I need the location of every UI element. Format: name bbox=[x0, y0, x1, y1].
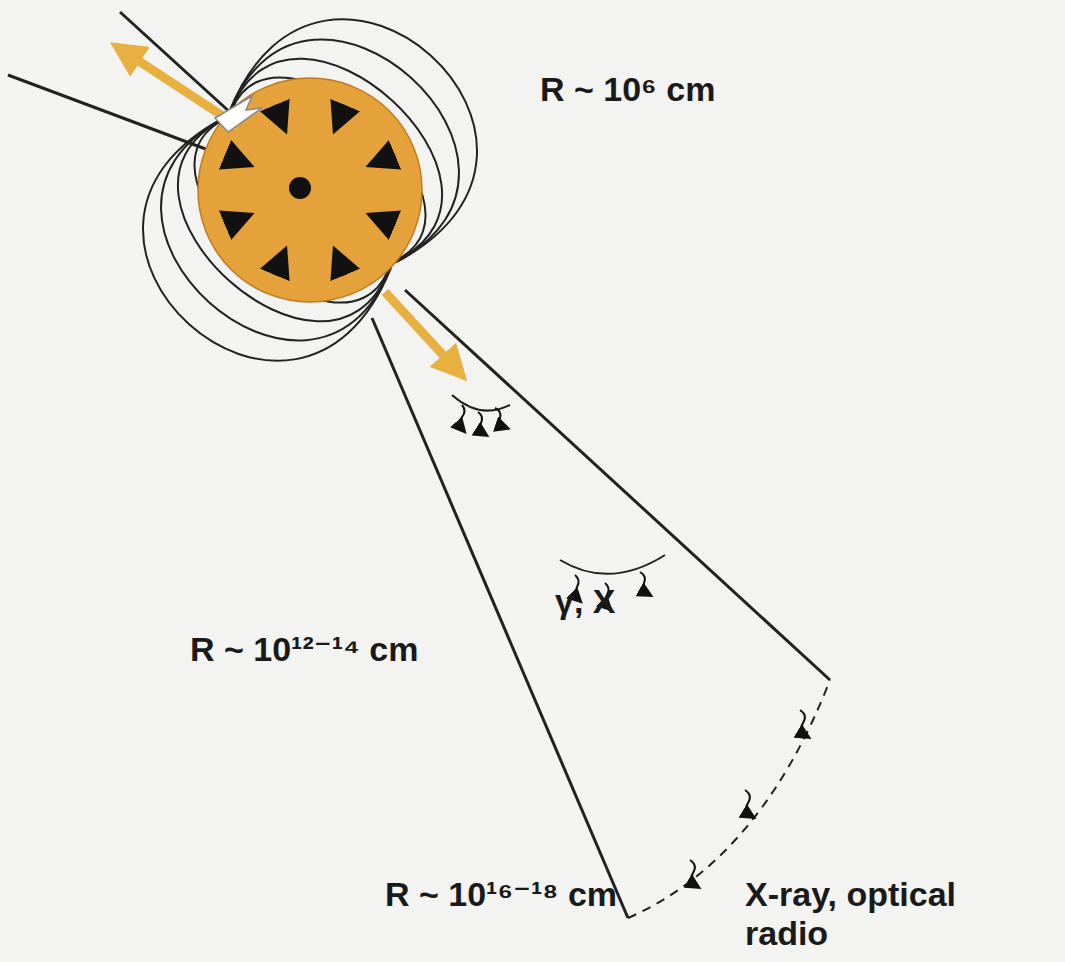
core-dot bbox=[289, 177, 311, 199]
emission-waves bbox=[460, 405, 808, 887]
field-lines bbox=[96, 0, 523, 408]
inward-arrow bbox=[336, 253, 345, 275]
inward-arrows bbox=[225, 105, 395, 275]
radius-label: R ~ 10⁶ cm bbox=[540, 70, 715, 109]
inward-arrow bbox=[373, 216, 395, 225]
emission-label: X-ray, optical radio bbox=[745, 875, 1045, 953]
radius-label: R ~ 10¹²⁻¹⁴ cm bbox=[190, 630, 418, 669]
axis-arrow bbox=[385, 292, 455, 368]
neutron-star bbox=[198, 78, 422, 302]
radius-label: R ~ 10¹⁶⁻¹⁸ cm bbox=[385, 875, 617, 914]
inward-arrow bbox=[225, 216, 247, 225]
white-arrow bbox=[215, 96, 262, 132]
shell-arc bbox=[560, 555, 665, 574]
inward-arrow bbox=[275, 253, 284, 275]
inward-arrow bbox=[336, 105, 345, 127]
shell-arc bbox=[452, 395, 510, 411]
inward-arrow bbox=[225, 155, 247, 164]
inward-arrow bbox=[275, 105, 284, 127]
emission-label: γ, X bbox=[555, 582, 615, 621]
jet-edge bbox=[372, 318, 628, 918]
jet-edge bbox=[405, 290, 830, 680]
inward-arrow bbox=[373, 155, 395, 164]
